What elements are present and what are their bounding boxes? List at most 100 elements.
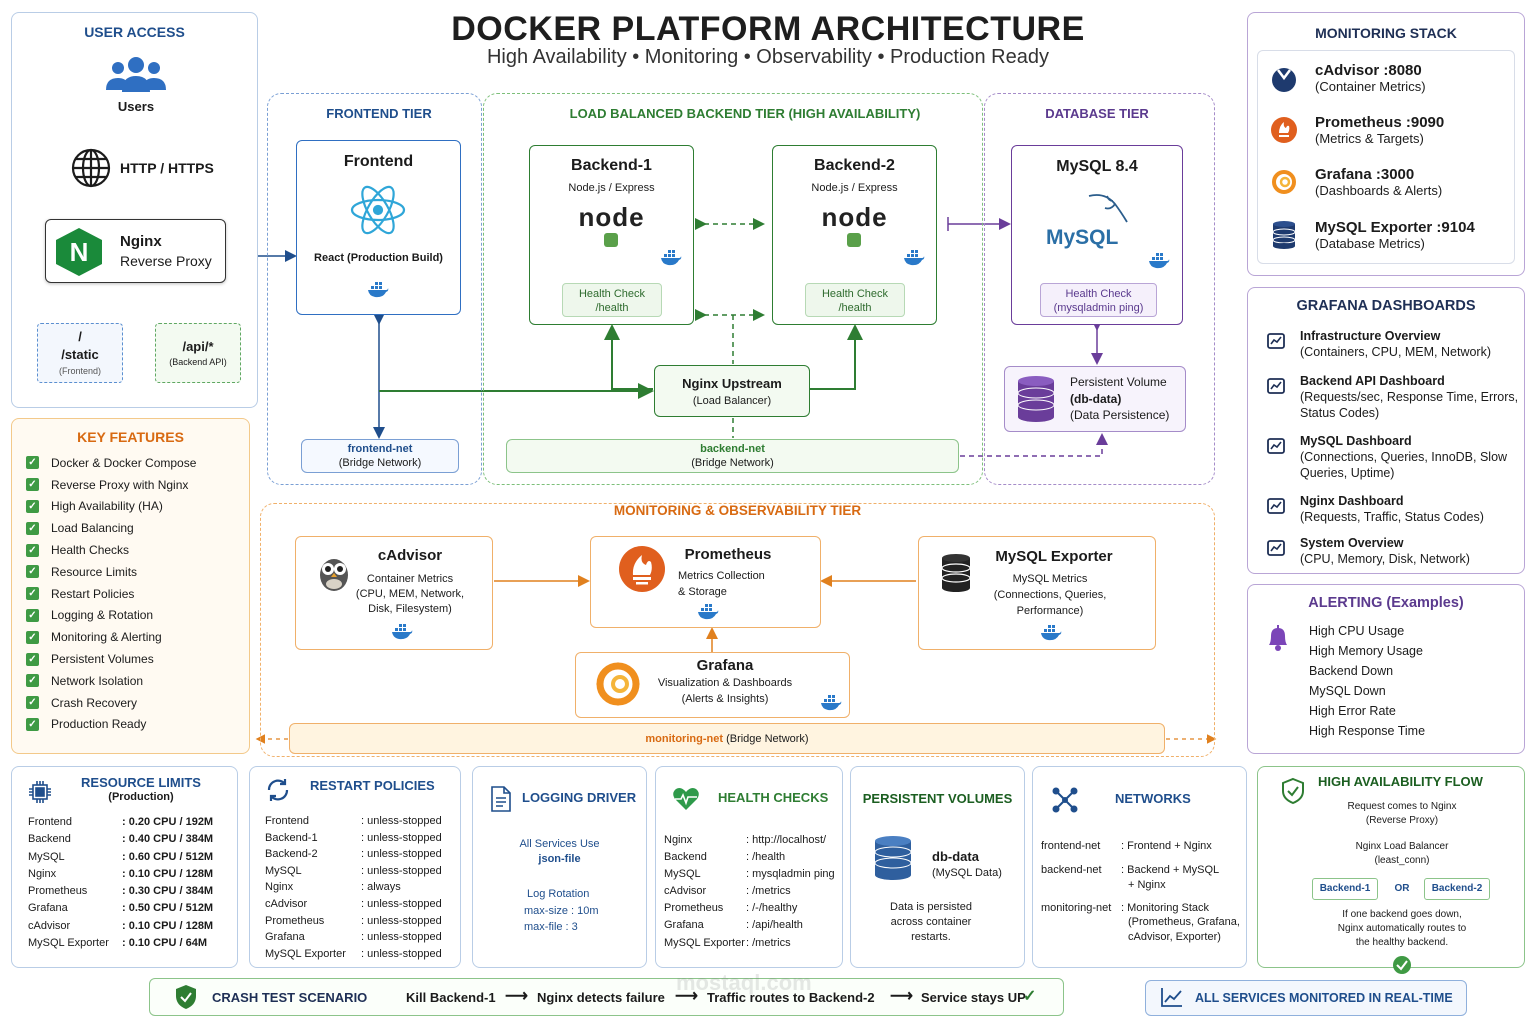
- nginx-subtitle: Reverse Proxy: [120, 253, 212, 269]
- stack-item-desc: (Metrics & Targets): [1315, 131, 1424, 146]
- stack-item-desc: (Dashboards & Alerts): [1315, 183, 1443, 198]
- frontend-tier-zone: [267, 93, 482, 485]
- restart-policies-panel: [249, 766, 461, 968]
- crash-test-title: CRASH TEST SCENARIO: [212, 990, 368, 1005]
- docker-icon: [660, 250, 682, 269]
- frontend-net-label: frontend-net: [347, 443, 413, 455]
- grafana-stack-icon: [1270, 168, 1298, 201]
- hc-label: Health Check: [1065, 288, 1132, 300]
- row-key: MySQL Exporter: [664, 936, 745, 949]
- nginx-hex-icon: [1266, 496, 1286, 521]
- table-row: Backend-2: unless-stopped: [265, 846, 442, 863]
- route-static-desc: (Frontend): [58, 366, 102, 376]
- ha-step-4: (least_conn): [1374, 855, 1430, 866]
- feature-item: ✓Crash Recovery: [26, 692, 246, 714]
- docker-icon: [367, 282, 389, 301]
- row-value: : /metrics: [746, 936, 791, 949]
- logging-line-4: max-size : 10m: [524, 905, 599, 917]
- ha-desc-2: Nginx automatically routes to: [1337, 923, 1467, 934]
- alert-item: High Error Rate: [1309, 704, 1396, 718]
- feature-label: High Availability (HA): [51, 499, 163, 514]
- database-icon: [941, 553, 971, 598]
- volume-desc: (Data Persistence): [1070, 408, 1170, 422]
- feature-label: Restart Policies: [51, 586, 135, 601]
- feature-item: ✓High Availability (HA): [26, 496, 246, 518]
- volume-desc-3: restarts.: [911, 931, 951, 943]
- alert-item: Backend Down: [1309, 664, 1394, 678]
- realtime-badge: [1145, 980, 1467, 1016]
- nginx-upstream-box[interactable]: [654, 365, 810, 417]
- dashboard-item: Infrastructure Overview(Containers, CPU,…: [1300, 328, 1520, 360]
- upstream-subtitle: (Load Balancer): [692, 395, 772, 407]
- stack-item-desc: (Database Metrics): [1315, 236, 1425, 251]
- row-value: : 0.10 CPU / 128M: [122, 867, 214, 880]
- crash-test-bar: [149, 978, 1064, 1016]
- health-checks-title: HEALTH CHECKS: [718, 790, 829, 805]
- docker-icon: [820, 695, 842, 714]
- route-api-path: /api/*: [182, 339, 214, 354]
- row-key: cAdvisor: [265, 897, 308, 910]
- hc-cmd: (mysqladmin ping): [1053, 302, 1144, 314]
- logging-line-2: json-file: [538, 853, 581, 865]
- check-icon: ✓: [26, 543, 39, 557]
- row-value: : /api/health: [746, 919, 803, 932]
- net-row-1-key: frontend-net: [1041, 840, 1101, 852]
- logging-driver-panel: [472, 766, 647, 968]
- monitoring-stack-item: cAdvisor :8080(Container Metrics): [1315, 62, 1536, 94]
- row-key: Frontend: [28, 816, 73, 828]
- row-key: Backend-1: [265, 831, 318, 844]
- table-row: cAdvisor: unless-stopped: [265, 896, 442, 913]
- crash-arrow-1: ⟶: [505, 988, 528, 1005]
- volume-db-name: db-data: [932, 849, 979, 864]
- check-icon: ✓: [26, 674, 39, 688]
- monitoring-net-label: monitoring-net (Bridge Network): [289, 733, 1165, 745]
- feature-item: ✓Logging & Rotation: [26, 605, 246, 627]
- hc-label: Health Check: [821, 288, 889, 300]
- exporter-line-2: (Connections, Queries,: [993, 589, 1107, 601]
- feature-item: ✓Docker & Docker Compose: [26, 452, 246, 474]
- table-row: Frontend: unless-stopped: [265, 813, 442, 830]
- cadvisor-line-2: (CPU, MEM, Network,: [355, 588, 465, 600]
- docker-icon: [903, 250, 925, 269]
- database-tier-title: DATABASE TIER: [1045, 106, 1149, 121]
- row-key: MySQL Exporter: [28, 937, 109, 950]
- monitoring-net-type: (Bridge Network): [726, 733, 809, 745]
- table-row: Nginx: 0.10 CPU / 128M: [28, 866, 213, 883]
- row-value: : /health: [746, 851, 786, 864]
- database-icon: [1266, 436, 1286, 461]
- table-row: MySQL Exporter: 0.10 CPU / 64M: [28, 935, 213, 952]
- row-key: Backend: [664, 851, 707, 864]
- feature-item: ✓Reverse Proxy with Nginx: [26, 474, 246, 496]
- net-row-2-val: : Backend + MySQL: [1121, 864, 1220, 876]
- check-circle-icon: [1392, 955, 1412, 980]
- node-hex-icon: [604, 233, 618, 247]
- resource-limits-title: RESOURCE LIMITS: [81, 775, 201, 790]
- networks-title: NETWORKS: [1115, 791, 1191, 806]
- stack-item-name: Prometheus :9090: [1315, 114, 1445, 131]
- ha-backend-1: Backend-1: [1312, 878, 1378, 900]
- row-value: : http://localhost/: [746, 834, 827, 846]
- table-row: cAdvisor: 0.10 CPU / 128M: [28, 918, 213, 935]
- grafana-icon: [594, 660, 642, 713]
- logging-line-3: Log Rotation: [527, 888, 590, 900]
- net-row-3-val3: cAdvisor, Exporter): [1128, 931, 1221, 943]
- cadvisor-box[interactable]: [295, 536, 493, 650]
- shield-check-icon: [175, 984, 197, 1015]
- dashboard-item: System Overview(CPU, Memory, Disk, Netwo…: [1300, 535, 1520, 567]
- frontend-title: Frontend: [343, 153, 414, 170]
- stack-item-name: Grafana :3000: [1315, 166, 1415, 183]
- ha-flow-title: HIGH AVAILABILITY FLOW: [1318, 774, 1483, 789]
- table-row: MySQL: mysqladmin ping: [664, 866, 835, 883]
- net-row-2-val2: + Nginx: [1128, 879, 1166, 891]
- table-row: Backend : /health: [664, 849, 835, 866]
- dashboard-desc: (Connections, Queries, InnoDB, Slow Quer…: [1300, 450, 1508, 480]
- check-icon: ✓: [26, 717, 39, 731]
- check-icon: ✓: [26, 652, 39, 666]
- crash-step-2: Nginx detects failure: [537, 990, 665, 1005]
- check-icon: ✓: [26, 587, 39, 601]
- net-row-3-key: monitoring-net: [1041, 902, 1112, 914]
- check-icon: ✓: [26, 521, 39, 535]
- dashboard-name: System Overview: [1300, 536, 1404, 550]
- docker-icon: [391, 624, 413, 643]
- prometheus-line-2: & Storage: [678, 586, 727, 598]
